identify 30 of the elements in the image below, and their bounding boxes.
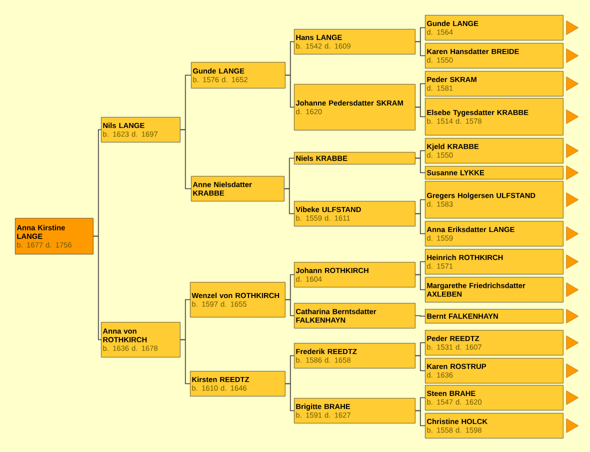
connector-line — [92, 236, 102, 340]
expand-arrow — [566, 336, 579, 350]
connector-line — [284, 188, 294, 214]
expand-arrow — [566, 254, 579, 269]
connector-line — [180, 339, 190, 384]
connector-line — [414, 410, 426, 426]
connector-line — [284, 74, 294, 108]
expand-arrow — [566, 364, 579, 378]
expand-arrow — [566, 144, 579, 158]
expand-arrow — [566, 192, 579, 207]
expand-arrow — [566, 418, 579, 433]
expand-arrow — [566, 76, 579, 91]
connector-line — [414, 274, 426, 290]
expand-arrow — [566, 110, 579, 124]
connector-line — [414, 315, 426, 317]
expand-arrow — [566, 48, 579, 63]
connector-line — [414, 158, 426, 174]
connector-line — [414, 355, 426, 372]
connector-line — [414, 106, 426, 118]
connector-line — [180, 129, 192, 190]
expand-arrow — [566, 226, 579, 241]
connector-line — [284, 383, 294, 412]
connector-line — [414, 41, 426, 56]
expand-arrow — [566, 20, 579, 35]
connector-line — [414, 213, 426, 234]
expand-arrow — [566, 166, 579, 180]
expand-arrow — [566, 390, 579, 405]
expand-arrow — [566, 282, 579, 297]
connector-line — [284, 299, 294, 316]
expand-arrow — [566, 309, 579, 324]
